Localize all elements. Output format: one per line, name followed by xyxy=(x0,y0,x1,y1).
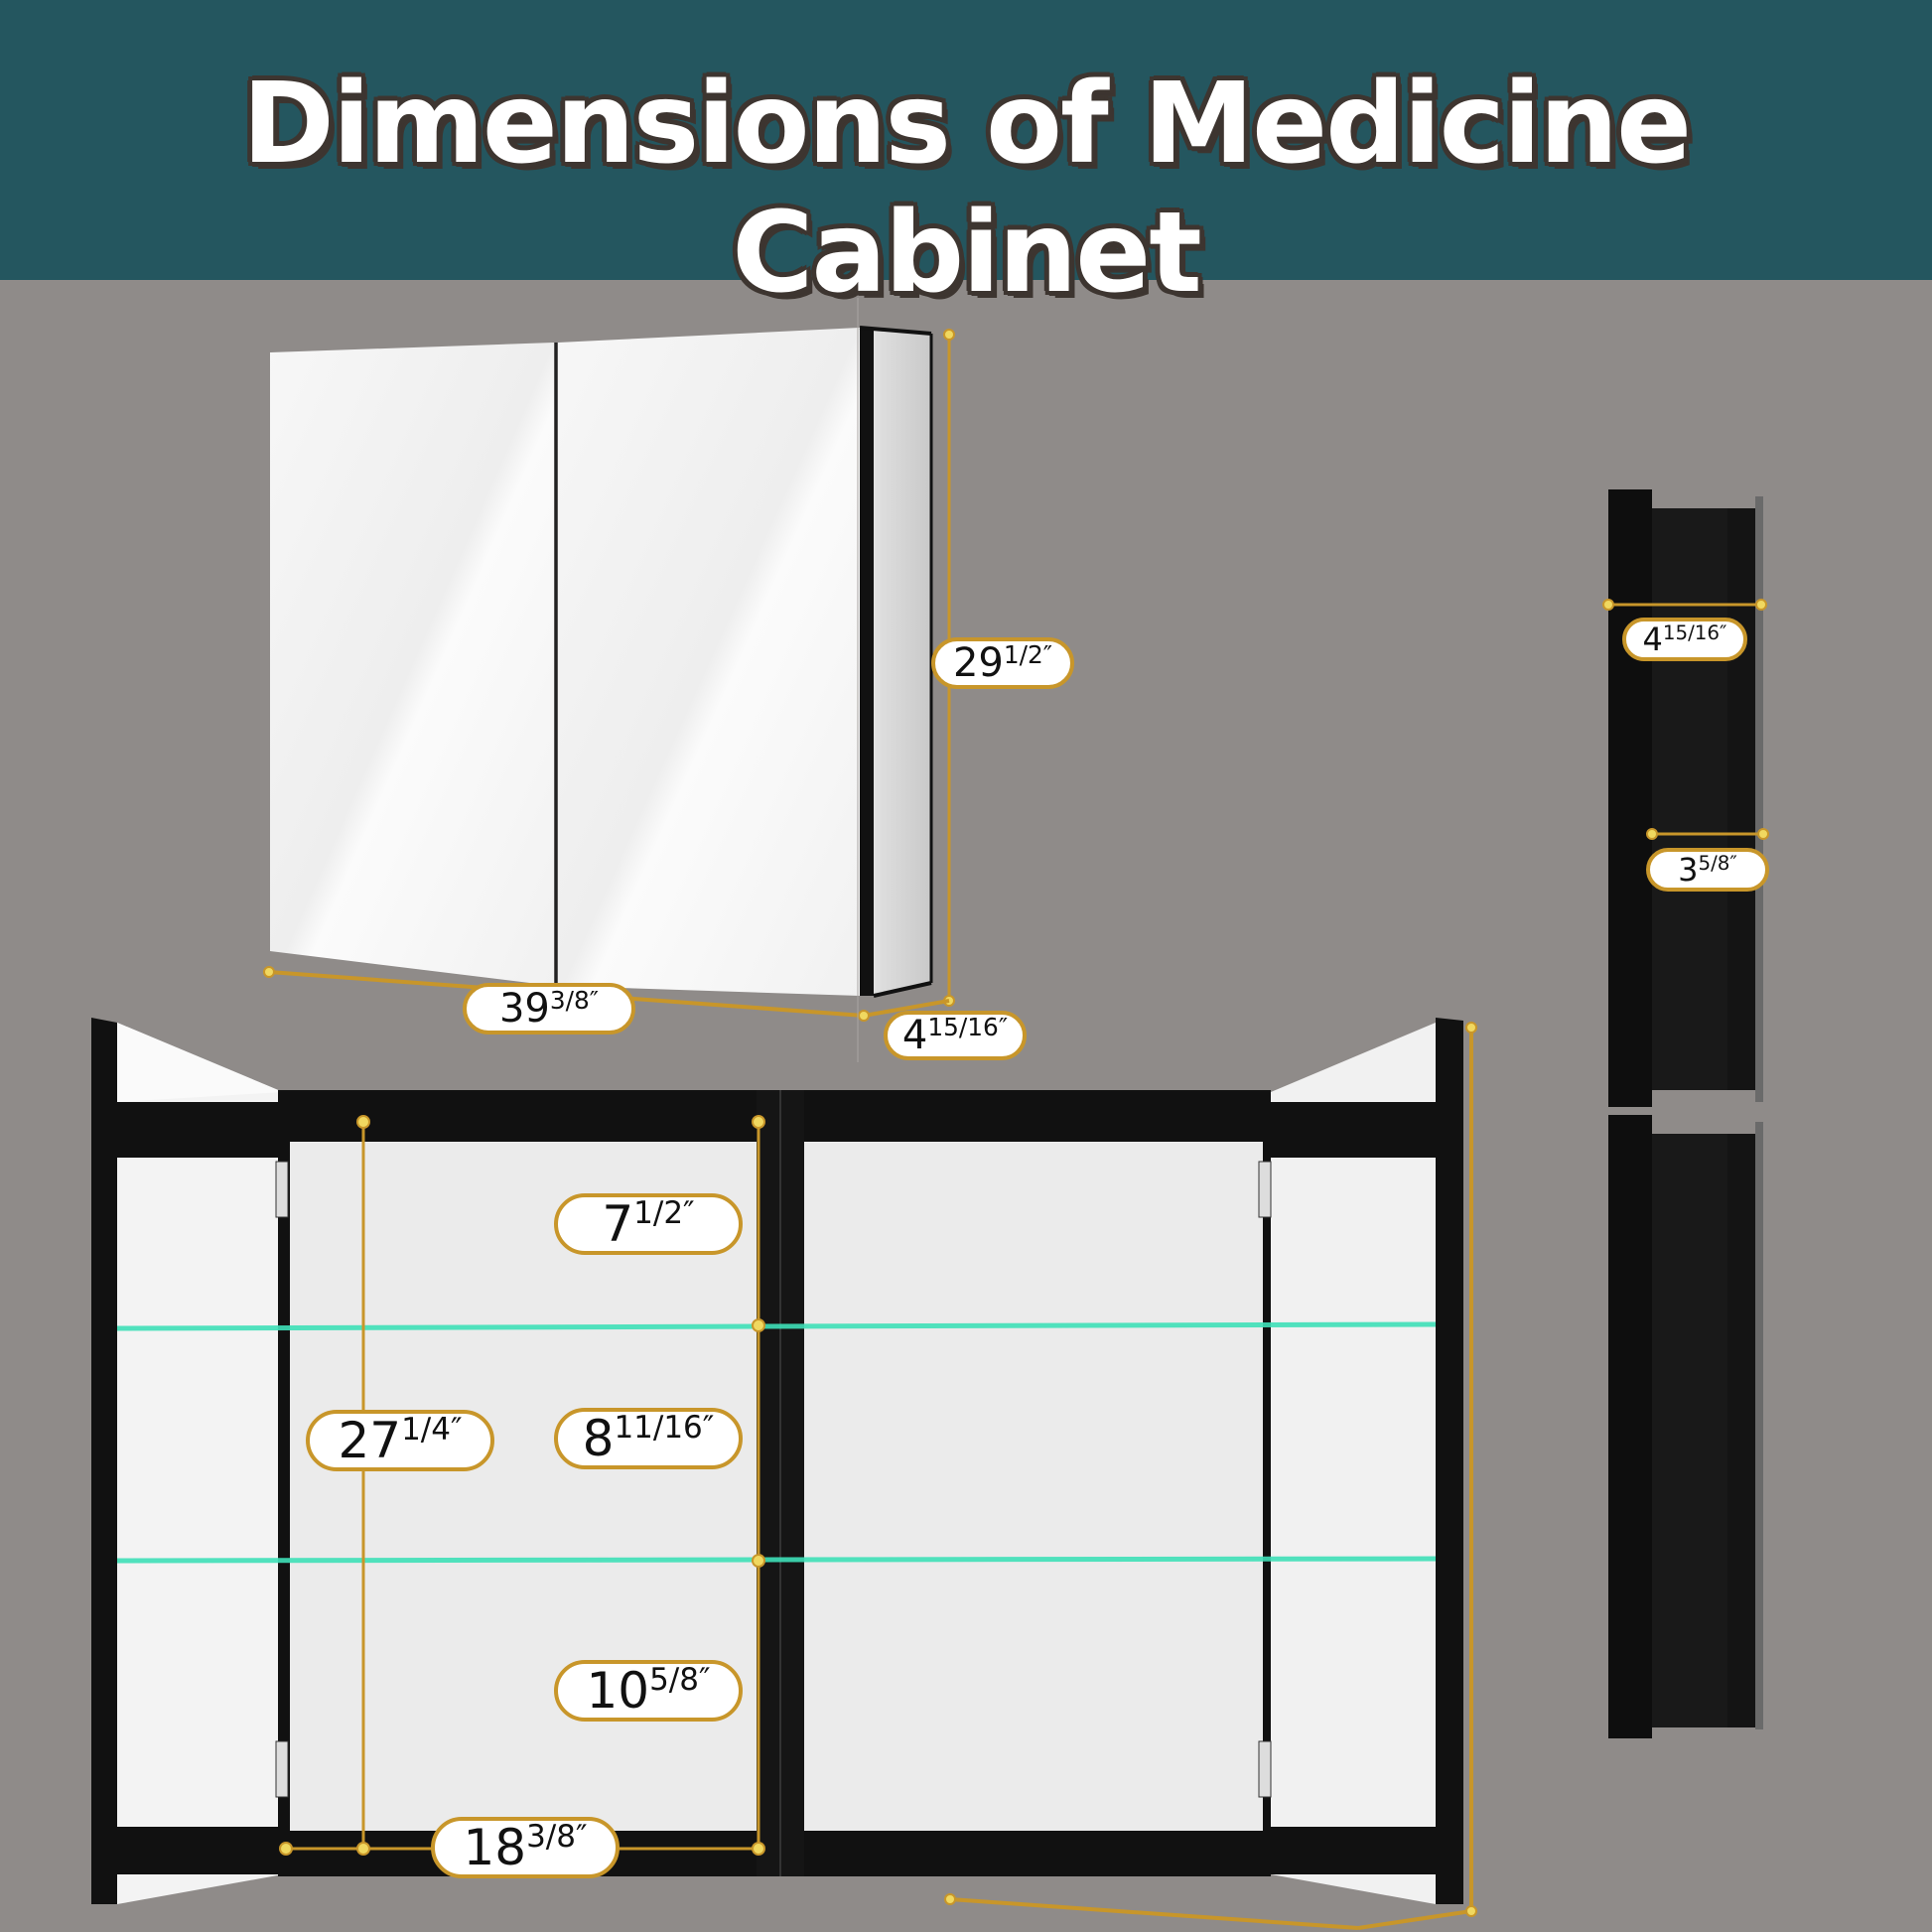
dimension-label-width: 39 3/8″ xyxy=(463,983,635,1035)
page-title: Dimensions of Medicine Cabinet xyxy=(241,60,1692,318)
cabinet-illustrations xyxy=(91,298,1769,1930)
header-banner: Dimensions of Medicine Cabinet xyxy=(0,0,1932,318)
closed-cabinet-view xyxy=(263,298,955,1062)
side-profile-view xyxy=(1602,489,1769,1738)
open-cabinet-view xyxy=(91,1018,1477,1930)
